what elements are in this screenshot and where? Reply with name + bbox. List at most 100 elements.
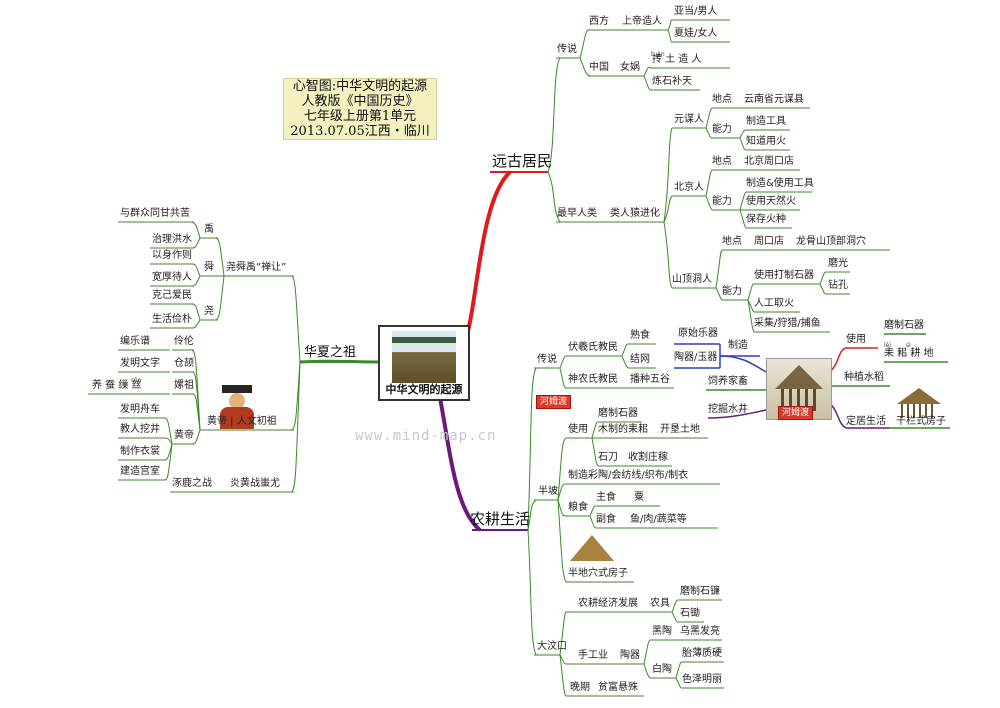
leaf-yuanmou-ability-2[interactable]: 知道用火 xyxy=(746,136,786,147)
node-yuangu[interactable]: 远古居民 xyxy=(492,152,553,170)
leaf-shidao[interactable]: 石刀 xyxy=(598,452,618,463)
node-xifang[interactable]: 西方 xyxy=(589,16,609,27)
node-hemudu-zhizao[interactable]: 制造 xyxy=(728,340,748,351)
label-cangjie[interactable]: 仓颉 xyxy=(174,358,194,369)
leaf-kaiken[interactable]: 开垦土地 xyxy=(660,424,700,435)
leaf-fushi[interactable]: 鱼/肉/蔬菜等 xyxy=(630,514,687,525)
leaf-yanhuang[interactable]: 炎黄战蚩尤 xyxy=(230,478,280,489)
node-banpo[interactable]: 半坡 xyxy=(538,486,558,497)
node-shun[interactable]: 舜 xyxy=(204,262,214,273)
leaf-banpo-leisi[interactable]: 木制的耒耜 xyxy=(598,424,648,435)
leaf-bozhong[interactable]: 播种五谷 xyxy=(630,374,670,385)
label-beijing-didian[interactable]: 地点 xyxy=(712,156,732,167)
leaf-shanding-place[interactable]: 周口店 xyxy=(754,236,784,247)
node-huangdi[interactable]: 黄帝 xyxy=(174,430,194,441)
leaf-wajue[interactable]: 挖掘水井 xyxy=(708,404,748,415)
label-shanding-nengli[interactable]: 能力 xyxy=(722,286,742,297)
leaf-gongshi[interactable]: 建造宫室 xyxy=(120,466,160,477)
node-nonggeng[interactable]: 农耕生活 xyxy=(470,510,531,528)
leaf-shun-1[interactable]: 以身作则 xyxy=(152,250,192,261)
leaf-taoqi-yuqi[interactable]: 陶器/玉器 xyxy=(674,352,718,363)
label-baitao[interactable]: 白陶 xyxy=(652,664,672,675)
node-beijing[interactable]: 北京人 xyxy=(674,182,704,193)
leaf-shushi[interactable]: 熟食 xyxy=(630,330,650,341)
node-taoqi[interactable]: 陶器 xyxy=(620,650,640,661)
node-yu[interactable]: 禹 xyxy=(204,224,214,235)
leaf-shilian[interactable]: 磨制石镰 xyxy=(680,586,720,597)
leaf-caiji[interactable]: 采集/狩猎/捕鱼 xyxy=(754,318,821,329)
node-huaxia[interactable]: 华夏之祖 xyxy=(304,345,357,360)
leaf-adam[interactable]: 亚当/男人 xyxy=(674,6,718,17)
leaf-ganlan[interactable]: 干栏式房子 xyxy=(896,416,946,427)
leaf-leisi[interactable]: 耒 耜 耕 地 xyxy=(884,348,934,359)
node-chanrang[interactable]: 尧舜禹“禅让” xyxy=(226,262,287,273)
leaf-pinfu[interactable]: 贫富悬殊 xyxy=(598,682,638,693)
leaf-beijing-ability-1[interactable]: 制造&使用工具 xyxy=(746,178,814,189)
leaf-eve[interactable]: 夏娃/女人 xyxy=(674,28,718,39)
node-dawenkou[interactable]: 大汶口 xyxy=(537,641,567,652)
leaf-yao-1[interactable]: 克己爱民 xyxy=(152,290,192,301)
leaf-siyang[interactable]: 饲养家畜 xyxy=(708,376,748,387)
leaf-shanding-place2[interactable]: 龙骨山顶部洞穴 xyxy=(796,236,866,247)
leaf-zhouche[interactable]: 发明舟车 xyxy=(120,404,160,415)
label-yuanmou-didian[interactable]: 地点 xyxy=(712,94,732,105)
node-liangshi[interactable]: 粮食 xyxy=(568,502,588,513)
leaf-banpo-zhizao[interactable]: 制造彩陶/会纺线/织布/制衣 xyxy=(568,470,689,481)
node-yuanmou[interactable]: 元谋人 xyxy=(674,114,704,125)
leaf-bianyuepu[interactable]: 编乐谱 xyxy=(120,336,150,347)
label-heitao[interactable]: 黑陶 xyxy=(652,626,672,637)
leaf-tuantu[interactable]: 抟 土 造 人 xyxy=(652,54,702,65)
leaf-yuanmou-ability-1[interactable]: 制造工具 xyxy=(746,116,786,127)
leaf-zuankong[interactable]: 钻孔 xyxy=(828,280,848,291)
leaf-heitao[interactable]: 乌黑发亮 xyxy=(680,626,720,637)
label-linglun[interactable]: 伶伦 xyxy=(174,336,194,347)
leaf-yangcan[interactable]: 养 蚕 缫 丝 xyxy=(92,380,142,391)
node-huangdi-ancestor[interactable]: 黄帝 | 人文初祖 xyxy=(207,416,277,427)
node-dingju[interactable]: 定居生活 xyxy=(846,416,886,427)
leaf-zhongzhi[interactable]: 种植水稻 xyxy=(844,372,884,383)
center-node[interactable]: 中华文明的起源 xyxy=(378,325,470,401)
label-fushi[interactable]: 副食 xyxy=(596,514,616,525)
leaf-banpo-house[interactable]: 半地穴式房子 xyxy=(568,568,628,579)
leaf-moguang[interactable]: 磨光 xyxy=(828,258,848,269)
leaf-yu-1[interactable]: 与群众同甘共苦 xyxy=(120,208,190,219)
node-nvwa[interactable]: 女娲 xyxy=(620,62,640,73)
leaf-shouge[interactable]: 收割庄稼 xyxy=(628,452,668,463)
label-leizu[interactable]: 嫘祖 xyxy=(174,380,194,391)
leaf-yuanmou-place[interactable]: 云南省元谋县 xyxy=(744,94,804,105)
leaf-rengong-fire[interactable]: 人工取火 xyxy=(754,298,794,309)
node-shanding[interactable]: 山顶洞人 xyxy=(672,274,712,285)
node-nongju[interactable]: 农具 xyxy=(650,598,670,609)
node-yuangu-chuanshuo[interactable]: 传说 xyxy=(557,44,577,55)
leaf-shichu[interactable]: 石锄 xyxy=(680,608,700,619)
label-shanding-didian[interactable]: 地点 xyxy=(722,236,742,247)
node-zuizao[interactable]: 最早人类 xyxy=(557,208,597,219)
node-wanqi[interactable]: 晚期 xyxy=(570,682,590,693)
node-nonggeng-chuanshuo[interactable]: 传说 xyxy=(537,354,557,365)
node-zhongguo[interactable]: 中国 xyxy=(589,62,609,73)
node-shangdi[interactable]: 上帝造人 xyxy=(622,16,662,27)
leaf-baitao-2[interactable]: 色泽明丽 xyxy=(682,674,722,685)
leaf-beijing-place[interactable]: 北京周口店 xyxy=(744,156,794,167)
leaf-lianshi[interactable]: 炼石补天 xyxy=(652,76,692,87)
leaf-wenzi[interactable]: 发明文字 xyxy=(120,358,160,369)
node-yao[interactable]: 尧 xyxy=(204,306,214,317)
leaf-hemudu-mozhi[interactable]: 磨制石器 xyxy=(884,320,924,331)
leaf-shun-2[interactable]: 宽厚待人 xyxy=(152,272,192,283)
node-fuxi[interactable]: 伏羲氏教民 xyxy=(568,342,618,353)
node-hemudu-shiyong[interactable]: 使用 xyxy=(846,334,866,345)
node-jinhua[interactable]: 类人猿进化 xyxy=(610,208,660,219)
node-shougongye[interactable]: 手工业 xyxy=(578,650,608,661)
node-jingji[interactable]: 农耕经济发展 xyxy=(578,598,638,609)
label-zhushi[interactable]: 主食 xyxy=(596,492,616,503)
leaf-banpo-mozhi[interactable]: 磨制石器 xyxy=(598,408,638,419)
node-zhuolu[interactable]: 涿鹿之战 xyxy=(172,478,212,489)
leaf-yueqi[interactable]: 原始乐器 xyxy=(678,328,718,339)
node-shennong[interactable]: 神农氏教民 xyxy=(568,374,618,385)
leaf-baitao-1[interactable]: 胎薄质硬 xyxy=(682,648,722,659)
node-banpo-shiyong[interactable]: 使用 xyxy=(568,424,588,435)
label-beijing-nengli[interactable]: 能力 xyxy=(712,196,732,207)
leaf-beijing-ability-2[interactable]: 使用天然火 xyxy=(746,196,796,207)
leaf-beijing-ability-3[interactable]: 保存火种 xyxy=(746,214,786,225)
node-dazhi[interactable]: 使用打制石器 xyxy=(754,270,814,281)
